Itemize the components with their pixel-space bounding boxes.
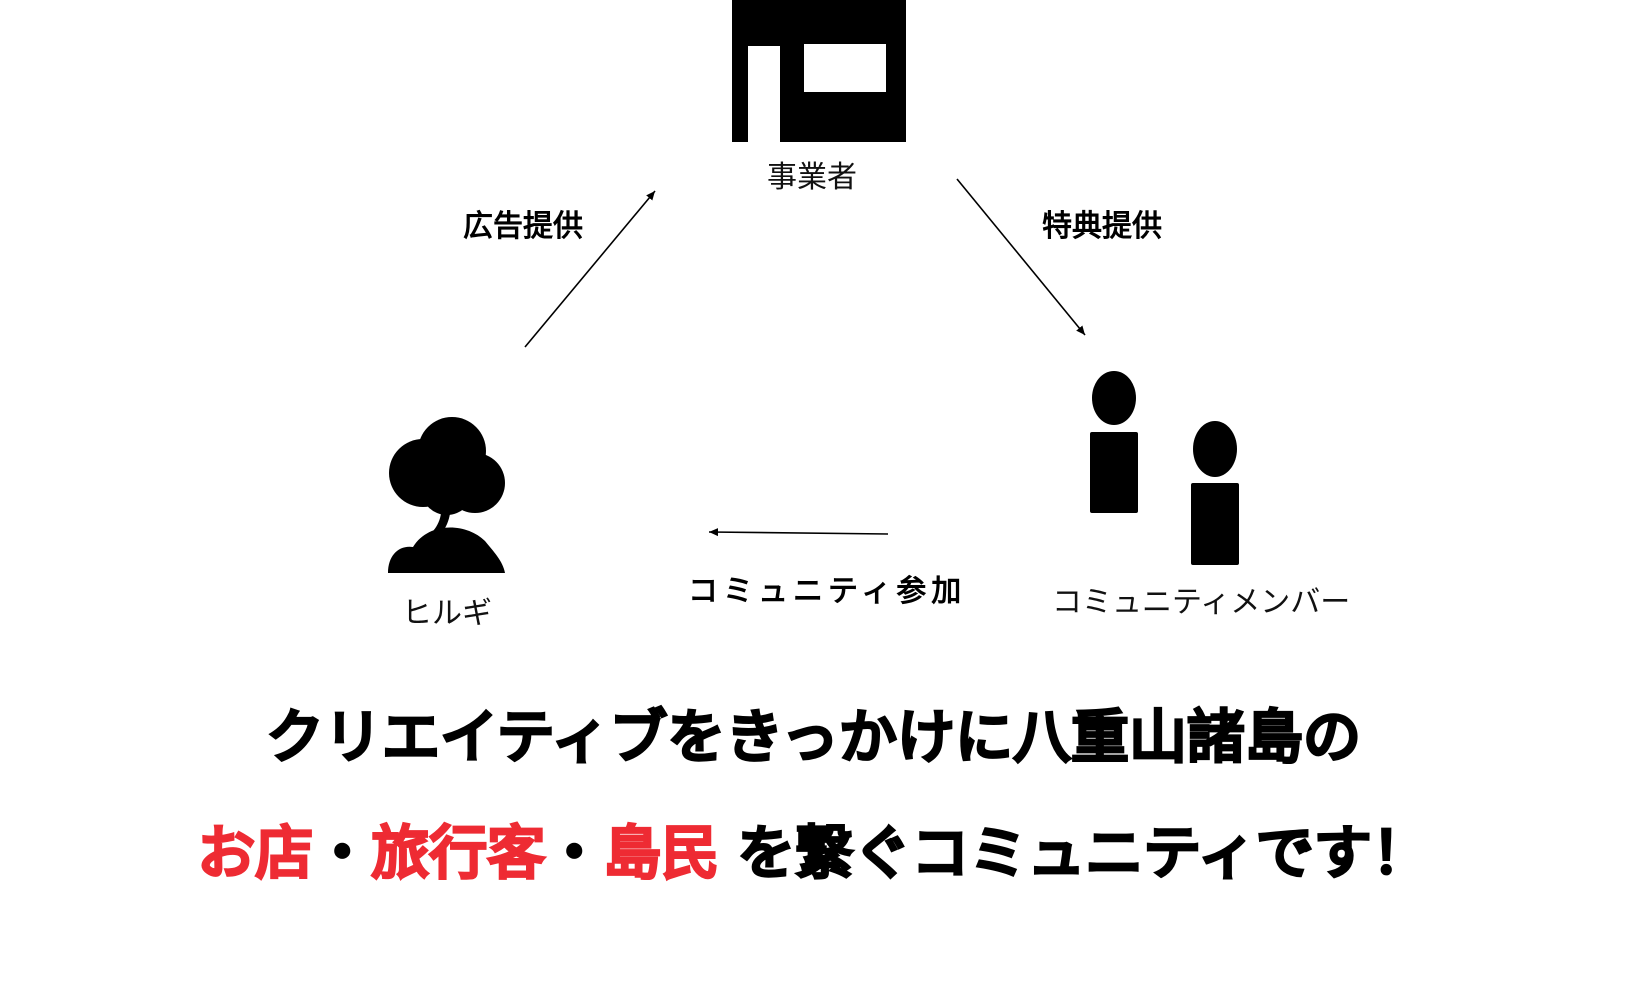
hirugi-label: ヒルギ	[402, 596, 492, 631]
perk-label: 特典提供	[1042, 209, 1162, 244]
headline-rest: を繋ぐコミュニティです！	[736, 819, 1431, 887]
join-label: コミュニティ参加	[688, 574, 967, 609]
headline-line2: お店・旅行客・島民を繋ぐコミュニティです！	[0, 823, 1627, 883]
shop-icon	[732, 0, 906, 142]
headline-line1: クリエイティブをきっかけに八重山諸島の	[265, 703, 1362, 771]
headline-islander: 島民	[602, 819, 720, 887]
members-label: コミュニティメンバー	[1052, 585, 1351, 620]
headline-sep-1: ・	[312, 819, 372, 887]
tree-icon	[388, 417, 505, 573]
headline-shop: お店	[196, 819, 314, 887]
people-icon	[1090, 371, 1239, 565]
headline-sep-2: ・	[544, 819, 604, 887]
business-label: 事業者	[767, 160, 857, 195]
ad-label: 広告提供	[463, 209, 583, 244]
headline-tourist: 旅行客	[370, 819, 546, 887]
